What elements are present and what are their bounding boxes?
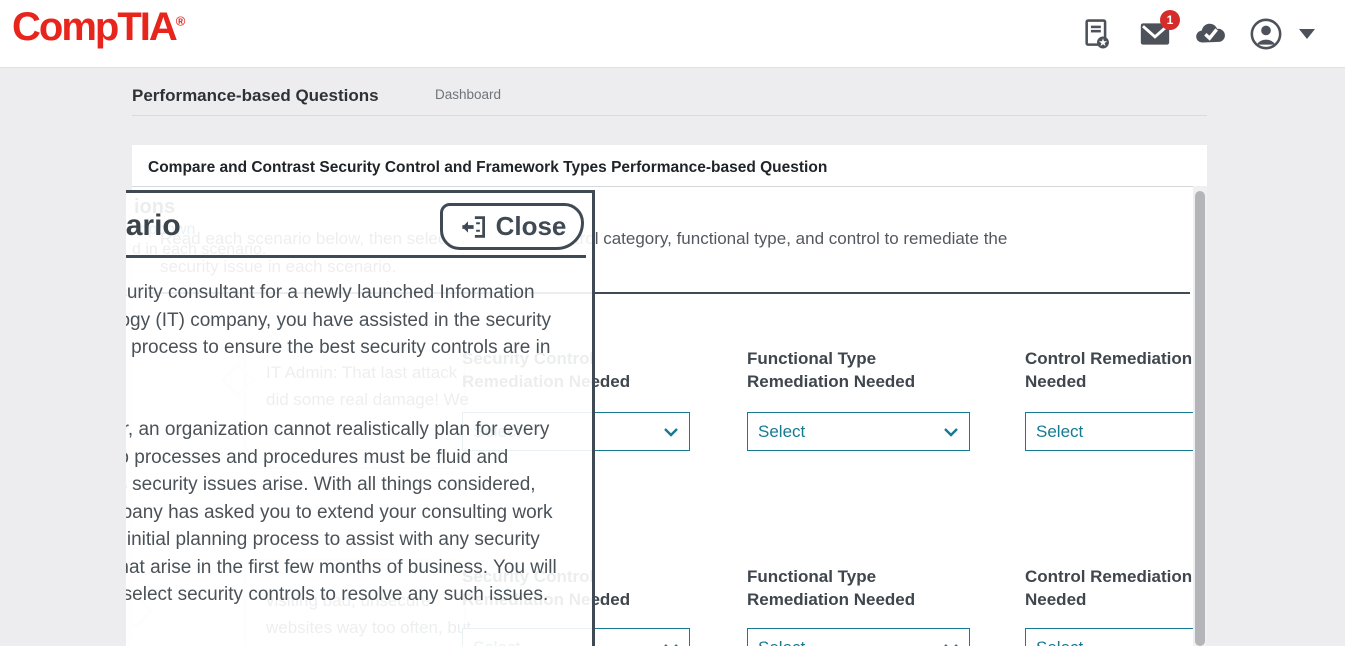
close-button-label: Close bbox=[495, 211, 567, 241]
select-functional-type-1[interactable]: Select bbox=[747, 412, 970, 451]
scenario-paragraph-1: As a security consultant for a newly lau… bbox=[126, 282, 552, 358]
report-document-icon[interactable]: ★ bbox=[1081, 17, 1115, 51]
close-button[interactable]: Close bbox=[440, 203, 584, 250]
scenario-modal: Scenario Close As a security consultant … bbox=[126, 190, 595, 646]
select-control-remediation-2[interactable]: Select bbox=[1025, 628, 1193, 646]
account-caret-down-icon[interactable] bbox=[1299, 29, 1315, 39]
header-icon-group: ★ 1 bbox=[1081, 10, 1315, 51]
modal-clip-region: Scenario Close As a security consultant … bbox=[126, 190, 595, 646]
exit-icon bbox=[461, 215, 485, 238]
chevron-down-icon bbox=[664, 427, 678, 437]
top-header: CompTIA® ★ 1 bbox=[0, 0, 1345, 68]
scenario-text: As a security consultant for a newly lau… bbox=[126, 279, 557, 636]
chevron-down-icon bbox=[664, 643, 678, 646]
select-control-remediation-1[interactable]: Select bbox=[1025, 412, 1193, 451]
chevron-down-icon bbox=[944, 643, 958, 646]
vertical-scrollbar bbox=[1193, 186, 1207, 646]
comptia-logo: CompTIA® bbox=[12, 5, 186, 49]
dashboard-link[interactable]: Dashboard bbox=[435, 87, 502, 102]
select-functional-type-2[interactable]: Select bbox=[747, 628, 970, 646]
modal-header-divider bbox=[126, 255, 586, 258]
svg-text:★: ★ bbox=[1098, 36, 1108, 49]
registered-mark: ® bbox=[175, 13, 186, 29]
section-divider bbox=[150, 292, 1190, 294]
page-title: Performance-based Questions bbox=[132, 86, 379, 105]
cloud-check-icon[interactable] bbox=[1193, 17, 1227, 51]
scenario-paragraph-2: However, an organization cannot realisti… bbox=[126, 419, 557, 605]
mail-unread-badge: 1 bbox=[1160, 10, 1180, 30]
breadcrumb-divider bbox=[132, 115, 1207, 116]
account-icon[interactable] bbox=[1249, 17, 1283, 51]
modal-title: Scenario bbox=[126, 209, 181, 242]
scrollbar-thumb[interactable] bbox=[1195, 191, 1205, 646]
question-heading: Compare and Contrast Security Control an… bbox=[148, 159, 828, 176]
mail-icon[interactable]: 1 bbox=[1137, 10, 1180, 51]
chevron-down-icon bbox=[944, 427, 958, 437]
